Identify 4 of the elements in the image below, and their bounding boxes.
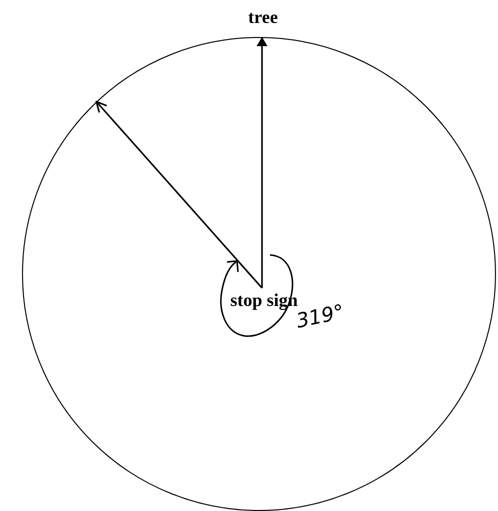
place-label: tree [247,8,279,26]
arrow [256,37,268,288]
circle-outline [22,37,496,511]
arrow [96,100,263,289]
